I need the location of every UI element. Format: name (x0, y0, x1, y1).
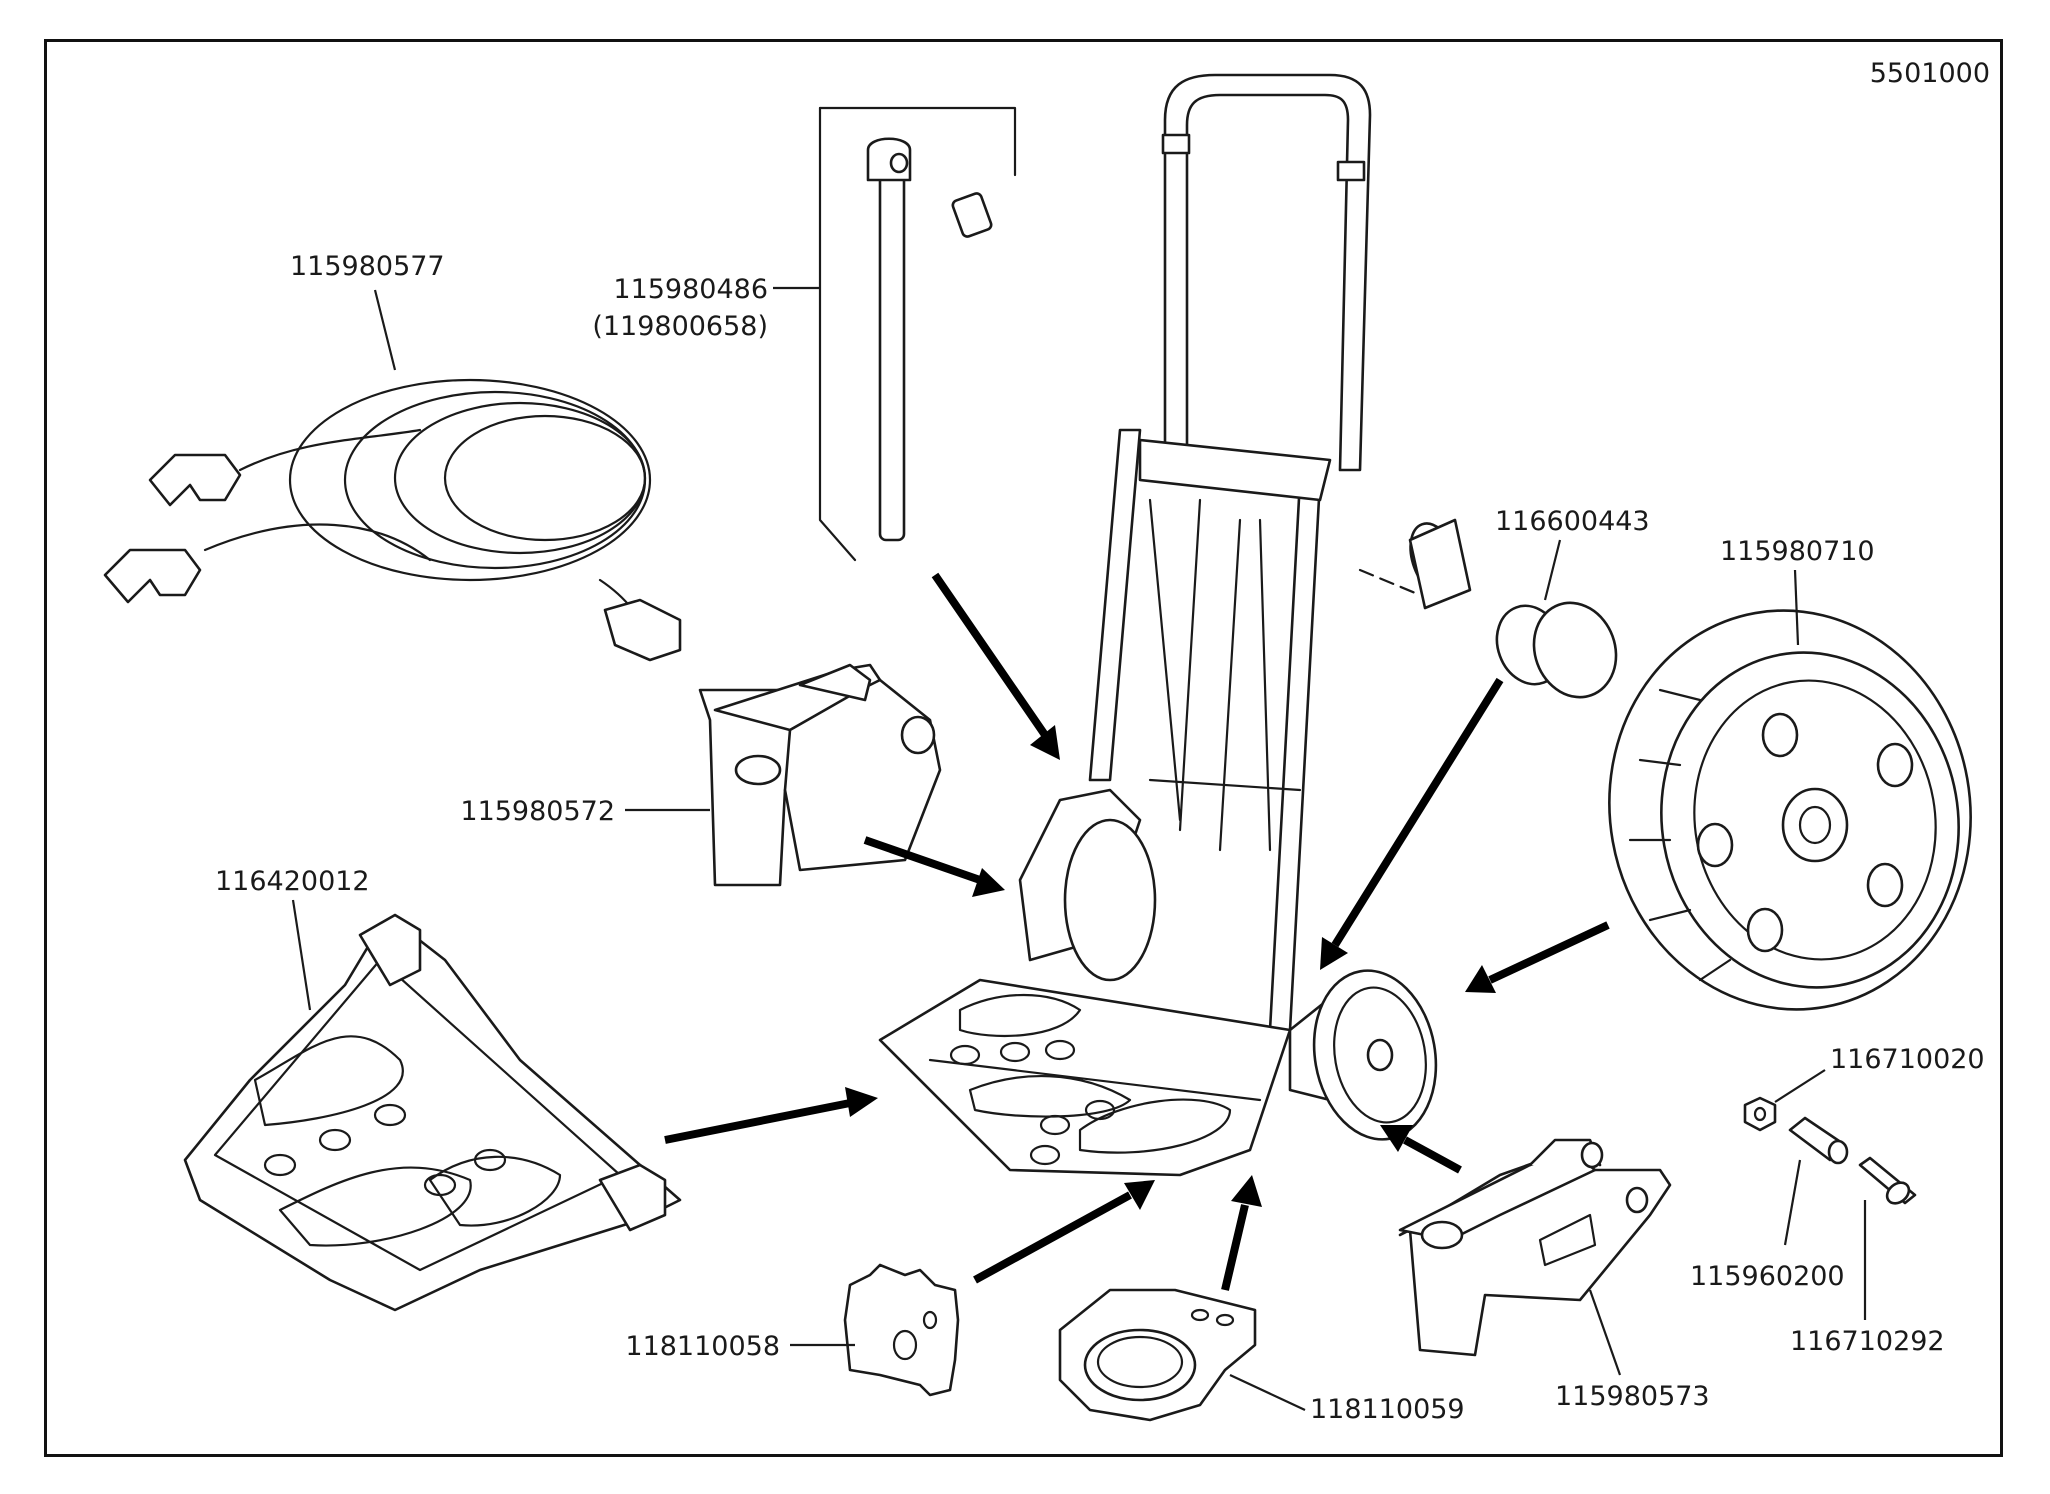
rod-alt-label: (119800658) (592, 311, 768, 342)
latch-plate-part (843, 1263, 960, 1397)
left-bracket-label: 115980572 (460, 796, 615, 827)
wheel-part (1608, 609, 1972, 1011)
platform-part (183, 913, 682, 1312)
hand-truck-assembly (878, 73, 1438, 1177)
platform-label: 116420012 (215, 866, 370, 897)
right-bracket-part (1398, 1138, 1672, 1357)
diagram-frame (44, 39, 2003, 1457)
diagram-id: 5501000 (1870, 58, 1990, 89)
hardware-parts (1743, 1096, 1917, 1205)
left-bracket-part (698, 663, 942, 887)
wheel-label: 115980710 (1720, 536, 1875, 567)
cap-label: 116600443 (1495, 506, 1650, 537)
assembly-arrows (664, 572, 1610, 1291)
nut-icon (1743, 1096, 1777, 1132)
nut-label: 116710020 (1830, 1044, 1985, 1075)
latch-plate-arrow (973, 1191, 1132, 1284)
rod-arrow (931, 572, 1049, 738)
wheel-arrow (1488, 921, 1610, 984)
gear-ring-label: 118110059 (1310, 1394, 1465, 1425)
rod-label: 115980486 (613, 274, 768, 305)
cord-label: 115980577 (290, 251, 445, 282)
gear-ring-arrow (1221, 1204, 1249, 1291)
cap-arrow (1331, 677, 1504, 948)
latch-plate-label: 118110058 (625, 1331, 780, 1362)
spacer-label: 115960200 (1690, 1261, 1845, 1292)
end-cap-part (1358, 518, 1618, 699)
bolt-label: 116710292 (1790, 1326, 1945, 1357)
gear-ring-part (1058, 1288, 1257, 1422)
right-bracket-label: 115980573 (1555, 1381, 1710, 1412)
bungee-cord-part (103, 378, 682, 662)
platform-arrow (664, 1099, 851, 1144)
right-bracket-arrow (1403, 1136, 1462, 1174)
connecting-rod-part (818, 106, 1017, 562)
left-bracket-arrow (863, 836, 982, 884)
